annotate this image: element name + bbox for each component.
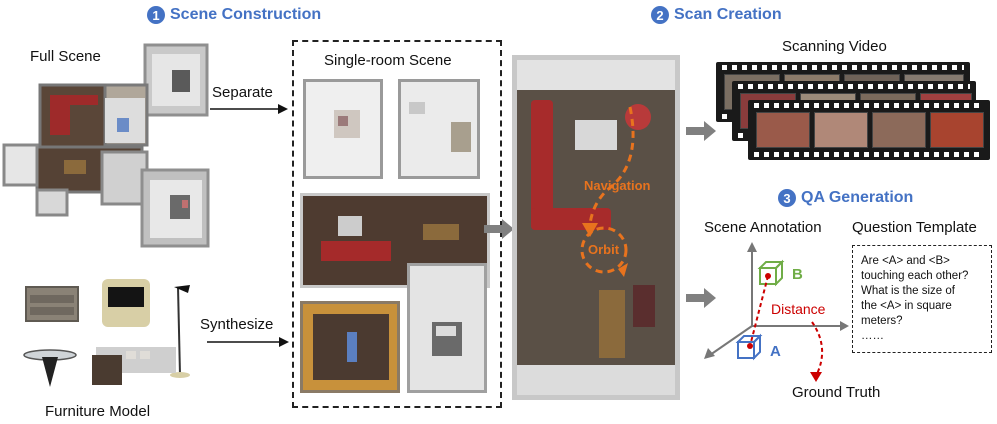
question-template-label: Question Template — [852, 219, 977, 236]
scene-annotation-diagram — [704, 242, 849, 382]
room-thumb-bedroom-1 — [303, 79, 383, 179]
synthesize-label: Synthesize — [200, 316, 274, 333]
template-line-3: What is the size of — [861, 285, 955, 297]
scanning-video-label: Scanning Video — [782, 38, 887, 55]
ground-truth-label: Ground Truth — [792, 384, 881, 401]
question-template-box: Are <A> and <B> touching each other? Wha… — [852, 245, 992, 353]
object-a-label: A — [770, 343, 781, 360]
orbit-label: Orbit — [588, 242, 620, 257]
object-b-label: B — [792, 266, 803, 283]
step-2-number: 2 — [651, 6, 669, 24]
furniture-icons — [23, 279, 190, 387]
camera-path-overlay — [580, 106, 635, 277]
synthesize-arrow — [207, 337, 289, 347]
full-scene-floorplan — [2, 43, 210, 248]
step-2-title: 2 Scan Creation — [651, 6, 782, 24]
step-1-title: 1 Scene Construction — [147, 6, 321, 24]
step-1-label: Scene Construction — [170, 6, 322, 23]
furniture-models — [20, 275, 200, 395]
template-line-4: the <A> in square — [861, 300, 952, 312]
step-3-title: 3 QA Generation — [778, 189, 913, 207]
template-line-1: Are <A> and <B> — [861, 255, 950, 267]
distance-label: Distance — [771, 301, 826, 317]
step-3-label: QA Generation — [801, 189, 914, 206]
template-line-2: touching each other? — [861, 270, 969, 282]
single-room-box — [292, 40, 502, 408]
step-1-number: 1 — [147, 6, 165, 24]
step-3-number: 3 — [778, 189, 796, 207]
furniture-model-label: Furniture Model — [45, 403, 151, 420]
scan-floorplan — [512, 55, 680, 400]
separate-arrow — [210, 104, 288, 114]
separate-label: Separate — [212, 84, 273, 101]
template-line-5: meters? — [861, 315, 903, 327]
template-line-6: …… — [861, 330, 884, 342]
cube-b-icon — [757, 259, 785, 287]
full-scene-label: Full Scene — [30, 48, 101, 65]
room-thumb-study — [300, 301, 400, 393]
room-thumb-bedroom-2 — [407, 263, 487, 393]
step-2-label: Scan Creation — [674, 6, 782, 23]
scan-to-qa-arrow — [686, 288, 716, 308]
scan-to-video-arrow — [686, 121, 716, 141]
navigation-label: Navigation — [584, 178, 651, 193]
room-thumb-bathroom — [398, 79, 480, 179]
construction-to-scan-arrow — [484, 219, 514, 239]
film-strip-3 — [748, 100, 990, 160]
cube-a-icon — [735, 333, 763, 361]
scene-annotation-label: Scene Annotation — [704, 219, 822, 236]
single-room-label: Single-room Scene — [324, 52, 452, 69]
